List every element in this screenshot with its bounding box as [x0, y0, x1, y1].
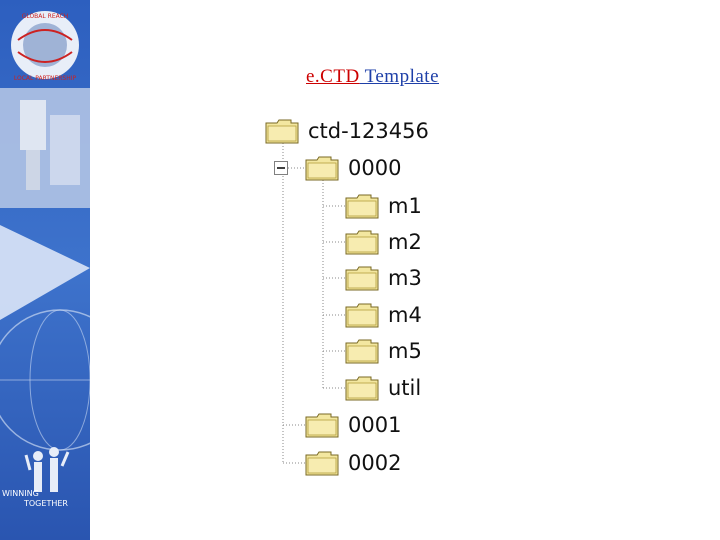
tree-node-m4[interactable]: m4: [345, 301, 422, 329]
tree-node-0000[interactable]: 0000: [305, 154, 401, 182]
tree-node-m3[interactable]: m3: [345, 264, 422, 292]
tree-node-label: m2: [388, 230, 422, 254]
folder-icon: [345, 302, 379, 328]
tree-node-label: m5: [388, 339, 422, 363]
tree-node-m1[interactable]: m1: [345, 192, 422, 220]
folder-icon: [305, 155, 339, 181]
tree-node-util[interactable]: util: [345, 374, 421, 402]
tree-node-label: m1: [388, 194, 422, 218]
tree-node-label: 0002: [348, 451, 401, 475]
tree-node-0001[interactable]: 0001: [305, 411, 401, 439]
tree-node-label: ctd-123456: [308, 119, 429, 143]
tree-node-label: 0001: [348, 413, 401, 437]
folder-icon: [345, 229, 379, 255]
tree-node-m5[interactable]: m5: [345, 337, 422, 365]
folder-icon: [305, 412, 339, 438]
tree-node-label: 0000: [348, 156, 401, 180]
minus-box-icon[interactable]: [274, 161, 288, 175]
folder-icon: [345, 193, 379, 219]
tree-node-label: m4: [388, 303, 422, 327]
tree-node-m2[interactable]: m2: [345, 228, 422, 256]
tree-node-0002[interactable]: 0002: [305, 449, 401, 477]
folder-icon: [345, 265, 379, 291]
tree-node-root[interactable]: ctd-123456: [265, 117, 429, 145]
folder-icon: [305, 450, 339, 476]
folder-icon: [345, 375, 379, 401]
tree-node-label: m3: [388, 266, 422, 290]
folder-icon: [345, 338, 379, 364]
folder-icon: [265, 118, 299, 144]
tree-node-label: util: [388, 376, 421, 400]
